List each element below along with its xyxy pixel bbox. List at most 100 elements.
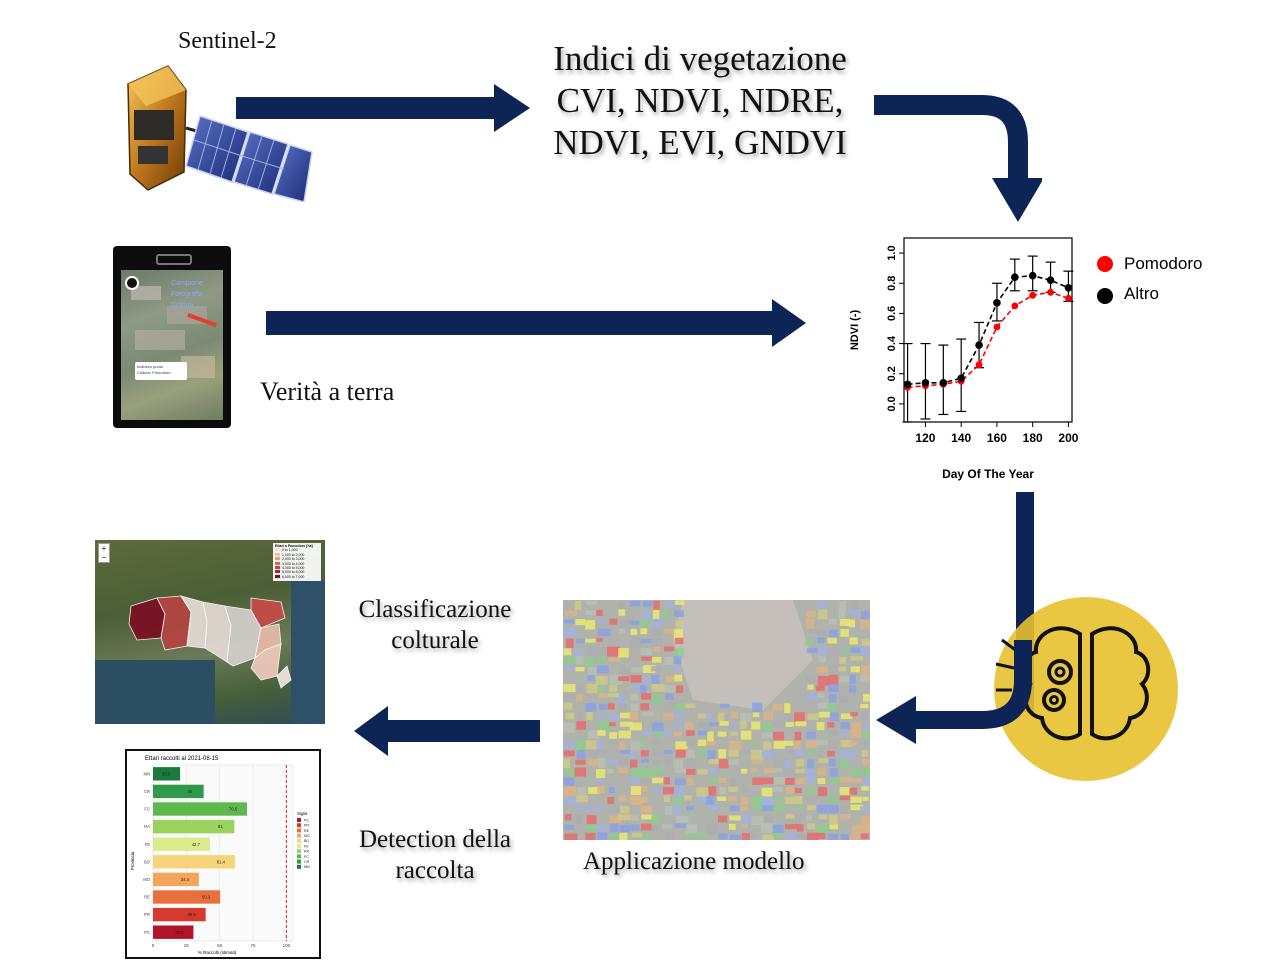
- map-zoom-control[interactable]: + −: [98, 543, 110, 563]
- field-parcel: [596, 740, 603, 749]
- field-parcel: [774, 795, 782, 803]
- field-parcel: [684, 795, 692, 801]
- field-parcel: [860, 806, 868, 813]
- field-parcel: [674, 600, 685, 605]
- field-parcel: [805, 693, 819, 701]
- field-parcel: [850, 711, 858, 717]
- zoom-out-button[interactable]: −: [101, 553, 107, 562]
- point-pomodoro: [1029, 291, 1037, 299]
- field-parcel: [652, 767, 663, 773]
- field-parcel: [664, 832, 675, 840]
- field-parcel: [741, 823, 748, 828]
- field-parcel: [751, 759, 763, 765]
- field-parcel: [785, 777, 795, 785]
- map-legend-swatch: [275, 570, 280, 574]
- field-parcel: [817, 637, 825, 643]
- field-parcel: [630, 637, 642, 646]
- series-line-altro: [907, 274, 1069, 386]
- field-parcel: [817, 778, 826, 785]
- field-parcel: [728, 786, 739, 792]
- field-parcel: [785, 750, 796, 755]
- legend-swatch-mn: [297, 864, 301, 869]
- field-parcel: [685, 758, 697, 769]
- map-legend-item: 1,000 to 2,000: [275, 552, 319, 557]
- field-parcel: [652, 787, 664, 793]
- field-parcel: [662, 731, 672, 737]
- field-parcel: [651, 675, 660, 685]
- field-parcel: [652, 609, 660, 620]
- field-parcel: [807, 823, 816, 830]
- field-parcel: [750, 804, 764, 810]
- legend-label-cr: CR: [304, 860, 310, 864]
- field-parcel: [563, 627, 577, 637]
- field-parcel: [860, 611, 870, 621]
- field-parcel: [728, 823, 736, 830]
- bar-category-label: PR: [144, 912, 150, 917]
- model-application-map: [563, 600, 870, 840]
- field-parcel: [752, 712, 760, 718]
- field-parcel: [597, 685, 604, 694]
- field-parcel: [563, 758, 571, 769]
- point-pomodoro: [993, 323, 1001, 331]
- bar-chart-ylabel: Provincia: [130, 851, 135, 870]
- field-parcel: [861, 712, 869, 720]
- field-parcel: [608, 739, 617, 744]
- field-parcel: [708, 758, 721, 764]
- field-parcel: [576, 805, 583, 811]
- bar-category-label: PC: [144, 930, 150, 935]
- field-parcel: [565, 656, 575, 665]
- field-parcel: [585, 805, 597, 811]
- field-parcel: [651, 657, 662, 663]
- bar-category-label: FE: [145, 842, 151, 847]
- field-parcel: [850, 750, 858, 756]
- point-pomodoro: [1065, 294, 1072, 302]
- field-parcel: [807, 750, 815, 755]
- bar-pc: [153, 925, 194, 939]
- field-parcel: [828, 618, 837, 625]
- indices-line-1: CVI, NDVI, NDRE,: [556, 81, 844, 120]
- field-parcel: [762, 834, 775, 840]
- field-parcel: [739, 805, 749, 811]
- field-parcel: [750, 833, 758, 838]
- point-altro: [957, 374, 965, 383]
- field-parcel: [762, 805, 773, 812]
- field-parcel: [618, 758, 629, 765]
- field-parcel: [596, 637, 603, 642]
- field-parcel: [807, 759, 814, 769]
- field-parcel: [849, 637, 858, 645]
- field-parcel: [563, 648, 572, 656]
- field-parcel: [642, 665, 656, 674]
- field-parcel: [631, 832, 643, 838]
- field-parcel: [563, 777, 575, 786]
- legend-altro-dot: [1097, 288, 1113, 304]
- field-parcel: [652, 759, 660, 765]
- ground-truth-label: Verità a terra: [260, 377, 395, 406]
- legend-swatch-pr: [297, 823, 301, 828]
- map-legend-item: 2,000 to 3,000: [275, 557, 319, 561]
- field-parcel: [664, 758, 672, 767]
- field-parcel: [784, 824, 798, 830]
- sea-area: [95, 660, 215, 724]
- zoom-in-button[interactable]: +: [101, 544, 107, 553]
- field-parcel: [564, 824, 574, 830]
- field-parcel: [828, 694, 837, 703]
- field-parcel: [752, 777, 763, 785]
- field-parcel: [827, 750, 835, 757]
- urban-area: [673, 600, 813, 710]
- field-parcel: [630, 620, 640, 626]
- field-parcel: [673, 711, 684, 718]
- field-parcel: [706, 824, 719, 834]
- field-parcel: [618, 795, 627, 802]
- field-parcel: [630, 628, 638, 636]
- field-parcel: [816, 721, 825, 731]
- field-parcel: [750, 749, 764, 760]
- field-parcel: [807, 628, 819, 634]
- field-parcel: [630, 694, 639, 701]
- field-parcel: [607, 703, 615, 710]
- field-parcel: [640, 740, 647, 746]
- field-parcel: [730, 722, 739, 728]
- field-parcel: [640, 786, 648, 792]
- field-parcel: [640, 703, 649, 711]
- field-parcel: [640, 648, 652, 656]
